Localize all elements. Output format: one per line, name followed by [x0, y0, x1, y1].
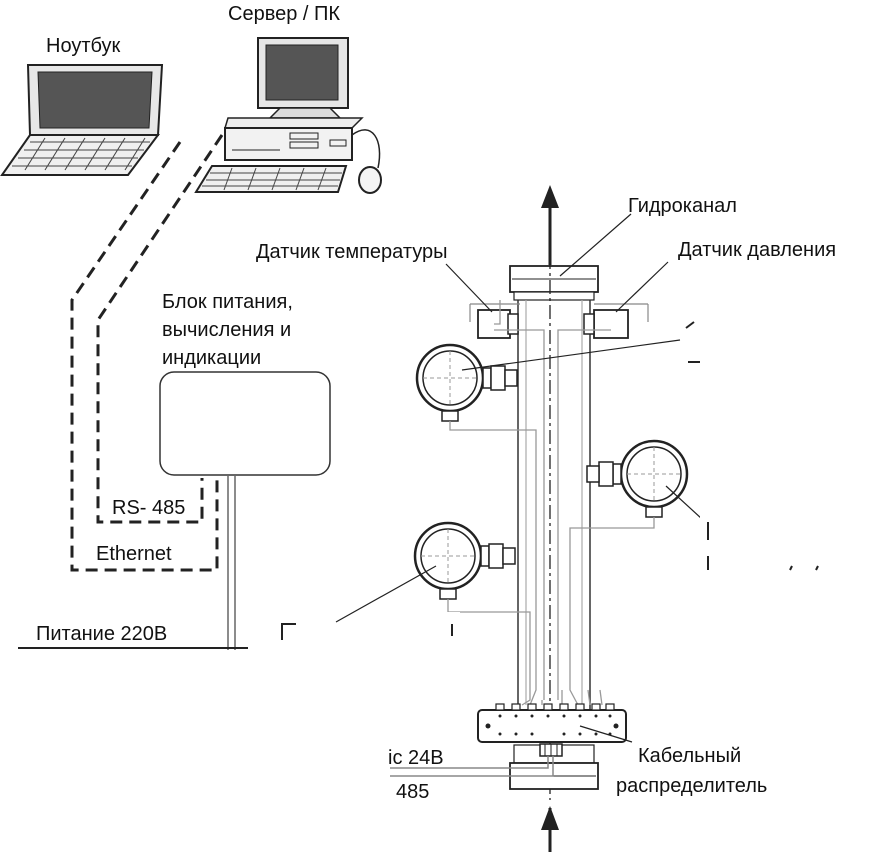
- label-power-unit-1: Блок питания,: [162, 291, 293, 313]
- flow-out-arrow: [541, 185, 559, 265]
- label-temp-sensor: Датчик температуры: [256, 241, 448, 263]
- gauge-right-icon: [586, 439, 689, 518]
- flow-in-arrow: [541, 806, 559, 852]
- label-power-unit-2: вычисления и: [162, 319, 291, 341]
- label-ethernet: Ethernet: [96, 543, 172, 565]
- temperature-sensor-icon: [469, 303, 520, 339]
- label-power-unit-3: индикации: [162, 347, 261, 369]
- power-unit-wires: [227, 475, 236, 650]
- occluded-fragment-marks: [281, 321, 819, 640]
- label-pressure-sensor: Датчик давления: [678, 239, 836, 261]
- label-fragment-485: 485: [396, 781, 429, 803]
- label-cable-distributor-2: распределитель: [616, 775, 767, 797]
- power-unit-box: [159, 371, 331, 476]
- pressure-sensor-icon: [583, 303, 649, 339]
- gauge-left-bottom-icon: [413, 521, 516, 600]
- label-hydrochannel: Гидроканал: [628, 195, 737, 217]
- label-laptop: Ноутбук: [46, 35, 121, 57]
- rs485-line: [96, 134, 224, 524]
- label-server: Сервер / ПК: [228, 3, 340, 25]
- ethernet-line: [70, 141, 219, 572]
- label-rs485: RS- 485: [112, 497, 185, 519]
- label-power-220v: Питание 220В: [36, 623, 167, 645]
- server-pc-icon: [194, 37, 382, 194]
- label-cable-distributor-1: Кабельный: [638, 745, 741, 767]
- sensor-cables: [447, 300, 655, 706]
- laptop-icon: [0, 64, 164, 176]
- label-fragment-24v: іс 24В: [388, 747, 444, 769]
- distributor-output-wires: [390, 756, 554, 777]
- occlusion-patches: [0, 316, 830, 710]
- gauge-left-top-icon: [415, 343, 518, 422]
- cable-distributor-icon: [477, 703, 627, 757]
